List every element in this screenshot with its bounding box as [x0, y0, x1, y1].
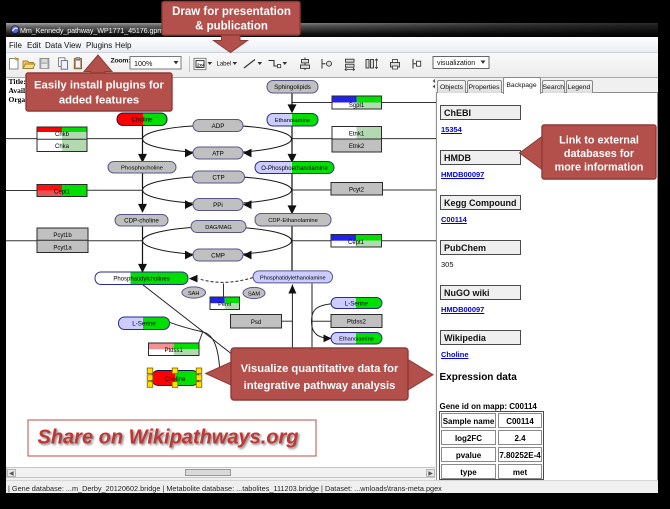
- svg-text:Draw for presentation: Draw for presentation: [172, 6, 291, 18]
